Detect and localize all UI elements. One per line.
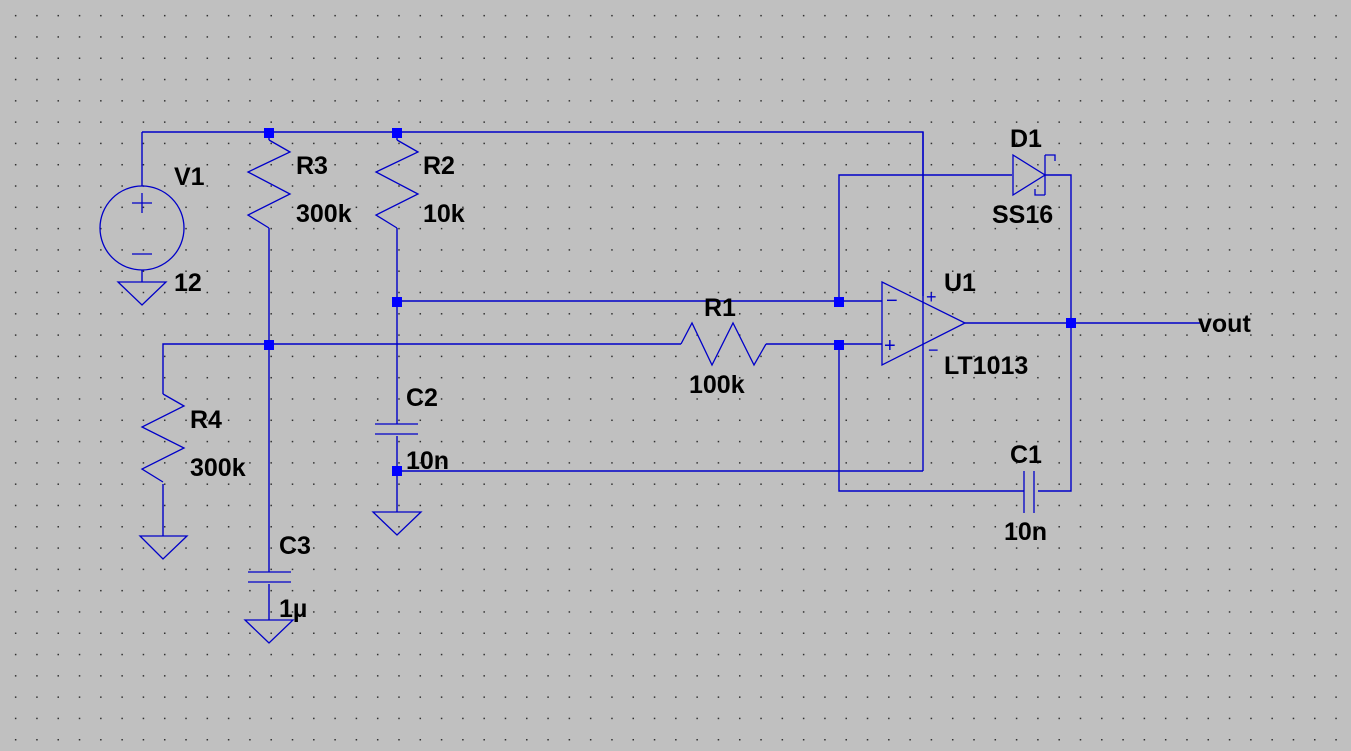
c3-value-label: 1µ	[279, 595, 307, 623]
capacitor-icon	[248, 571, 291, 583]
wire-inverting-to-d1[interactable]	[838, 174, 1012, 301]
junction-dot	[392, 466, 402, 476]
r3-ref-label: R3	[296, 152, 328, 180]
schottky-diode-icon	[1012, 153, 1056, 197]
r4-ref-label: R4	[190, 406, 222, 434]
resistor-r4[interactable]: R4 300k	[140, 393, 246, 483]
net-label-vout[interactable]: vout	[1198, 310, 1251, 338]
c1-ref-label: C1	[1010, 441, 1042, 469]
resistor-icon	[374, 139, 420, 229]
wire-r4-to-r1[interactable]	[162, 343, 681, 394]
d1-ref-label: D1	[1010, 125, 1042, 153]
r1-value-label: 100k	[689, 371, 745, 399]
grounds	[116, 281, 423, 644]
vplus-supply-mark: +	[926, 287, 937, 307]
wires	[141, 131, 1200, 620]
v1-ref-label: V1	[174, 163, 205, 191]
u1-value-label: LT1013	[944, 352, 1028, 380]
noninverting-input-mark: +	[884, 335, 896, 357]
capacitor-c1[interactable]: C1 10n	[1004, 441, 1047, 546]
c2-value-label: 10n	[406, 447, 449, 475]
junction-dot	[392, 297, 402, 307]
ground-icon	[116, 281, 168, 306]
resistor-icon	[140, 393, 186, 483]
capacitor-icon	[375, 423, 418, 435]
junction-dot	[264, 340, 274, 350]
d1-value-label: SS16	[992, 201, 1053, 229]
inverting-input-mark: −	[886, 290, 898, 312]
r3-value-label: 300k	[296, 200, 352, 228]
junctions	[264, 128, 1076, 476]
junction-dot	[1066, 318, 1076, 328]
resistor-icon	[246, 139, 292, 229]
capacitor-c2[interactable]: C2 10n	[375, 384, 449, 475]
junction-dot	[264, 128, 274, 138]
capacitor-icon	[1023, 471, 1035, 513]
vminus-supply-mark: −	[928, 340, 939, 360]
r1-ref-label: R1	[704, 294, 736, 322]
ground-icon	[138, 535, 189, 560]
c3-ref-label: C3	[279, 532, 311, 560]
capacitor-c3[interactable]: C3 1µ	[248, 532, 311, 623]
junction-dot	[834, 340, 844, 350]
ground-icon	[371, 511, 423, 536]
u1-ref-label: U1	[944, 269, 976, 297]
ground-icon	[243, 619, 295, 644]
r2-value-label: 10k	[423, 200, 465, 228]
opamp-u1[interactable]: − + + − U1 LT1013	[881, 269, 1028, 380]
resistor-r2[interactable]: R2 10k	[374, 139, 465, 229]
resistor-r3[interactable]: R3 300k	[246, 139, 352, 229]
r2-ref-label: R2	[423, 152, 455, 180]
wire-d1-to-output[interactable]	[1038, 174, 1072, 492]
plus-icon	[132, 193, 152, 213]
v1-value-label: 12	[174, 269, 202, 297]
junction-dot	[834, 297, 844, 307]
c1-value-label: 10n	[1004, 518, 1047, 546]
wire-noninverting-to-c1[interactable]	[838, 344, 1024, 492]
voltage-source-v1[interactable]: V1 12	[99, 163, 205, 297]
resistor-icon	[680, 321, 767, 367]
r4-value-label: 300k	[190, 454, 246, 482]
resistor-r1[interactable]: R1 100k	[680, 294, 767, 399]
opamp-icon	[881, 280, 967, 367]
c2-ref-label: C2	[406, 384, 438, 412]
voltage-source-icon	[99, 185, 185, 271]
diode-d1[interactable]: D1 SS16	[992, 125, 1056, 229]
junction-dot	[392, 128, 402, 138]
